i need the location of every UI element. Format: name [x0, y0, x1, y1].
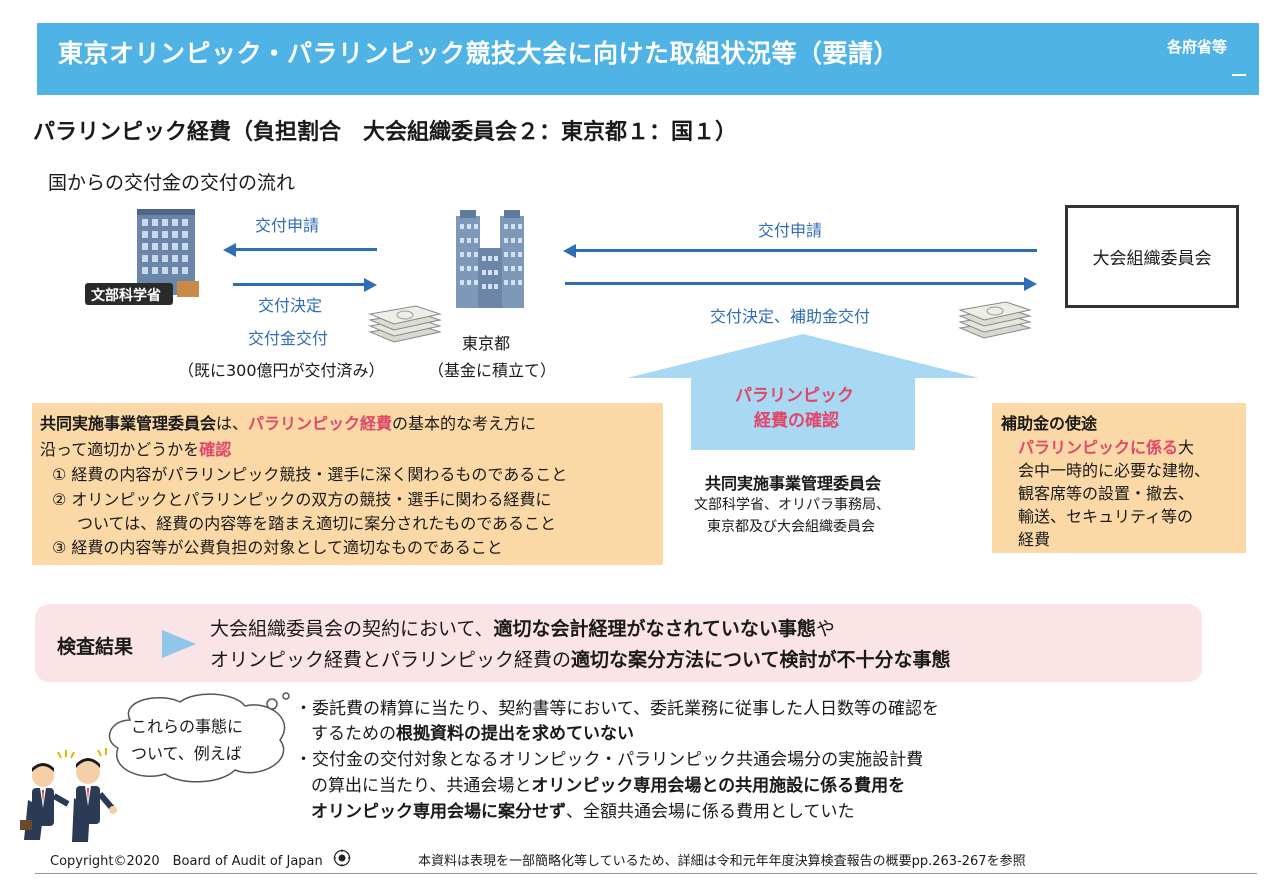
criteria-item-3: ③ 経費の内容等が公費負担の対象として適切なものであること	[52, 538, 503, 557]
usage-title: 補助金の使途	[1001, 414, 1098, 433]
confirmation-up-arrow	[627, 334, 979, 450]
usage-line4: 輸送、セキュリティ等の	[1018, 507, 1194, 526]
left-decide-arrow	[233, 283, 365, 286]
board-of-audit-emblem-icon	[333, 849, 351, 867]
header-bar	[37, 23, 1259, 95]
example-1-line2-b: 根拠資料の提出を求めていない	[396, 724, 634, 744]
usage-line3: 観客席等の設置・撤去、	[1018, 484, 1195, 503]
copyright: Copyright©2020 Board of Audit of Japan	[50, 854, 323, 869]
left-decide-arrow-head	[364, 278, 377, 292]
money-stack-icon-right	[958, 301, 1032, 339]
ministry-sign-text: 文部科学省	[91, 288, 161, 304]
criteria-box	[32, 403, 663, 565]
header-dash	[1232, 74, 1246, 76]
criteria-item-2b: ついては、経費の内容等を踏まえ適切に案分されたものであること	[77, 514, 557, 533]
criteria-committee: 共同実施事業管理委員会	[40, 414, 217, 433]
usage-line1: パラリンピックに係る大	[1018, 434, 1194, 458]
section-title: パラリンピック経費（負担割合 大会組織委員会２：東京都１：国１）	[33, 120, 738, 145]
ministry-sign	[85, 283, 173, 305]
example-1-line2-a: するための	[311, 724, 396, 744]
flow-caption: 国からの交付金の交付の流れ	[48, 172, 296, 194]
confirmation-line2: 経費の確認	[754, 411, 839, 431]
criteria-basic-concept: の基本的な考え方に	[392, 414, 537, 433]
criteria-paralympic-cost: パラリンピック経費	[248, 414, 393, 433]
usage-line5: 経費	[1018, 530, 1051, 549]
tokyo-government-building-icon	[456, 210, 524, 308]
money-stack-icon	[368, 305, 442, 343]
criteria-line1: 共同実施事業管理委員会は、パラリンピック経費の基本的な考え方に	[40, 410, 536, 434]
left-apply-arrow	[234, 248, 377, 251]
usage-line1-end: 大	[1178, 438, 1195, 457]
right-decide-label: 交付決定、補助金交付	[710, 307, 871, 326]
example-2-line2-a: の算出に当たり、共通会場と	[311, 776, 532, 796]
criteria-item-1: ① 経費の内容がパラリンピック競技・選手に深く関わるものであること	[52, 465, 568, 484]
usage-line2: 会中一時的に必要な建物、	[1018, 461, 1211, 480]
page-title: 東京オリンピック・パラリンピック競技大会に向けた取組状況等（要請）	[58, 39, 900, 68]
result-line2-b: 適切な案分方法について検討が不十分な事態	[571, 649, 951, 671]
agency-label: 各府省等	[1167, 38, 1228, 56]
left-apply-arrow-head	[223, 243, 236, 257]
left-decide-label: 交付決定	[258, 296, 323, 315]
committee-members-1: 文部科学省、オリパラ事務局、	[694, 497, 890, 513]
thought-bubble	[108, 692, 290, 783]
result-line2: オリンピック経費とパラリンピック経費の適切な案分方法について検討が不十分な事態	[210, 645, 950, 672]
example-2-line2: の算出に当たり、共通会場とオリンピック専用会場との共用施設に係る費用を	[311, 771, 905, 796]
organizing-committee-box: 大会組織委員会	[1065, 205, 1239, 308]
criteria-check: 確認	[199, 440, 232, 459]
example-2-line3: オリンピック専用会場に案分せず、全額共通会場に係る費用としていた	[311, 797, 855, 822]
left-note: （既に300億円が交付済み）	[178, 361, 385, 380]
confirmation-line1: パラリンピック	[735, 386, 854, 406]
tokyo-label: 東京都	[462, 334, 511, 353]
left-grant-label: 交付金交付	[248, 329, 329, 348]
tokyo-note: （基金に積立て）	[428, 361, 557, 380]
example-2-line3-a: オリンピック専用会場に案分せず	[311, 802, 566, 822]
criteria-particle: は、	[216, 414, 249, 433]
result-line2-a: オリンピック経費とパラリンピック経費の	[210, 649, 572, 671]
example-2-line3-b: 、全額共通会場に係る費用としていた	[566, 802, 855, 822]
ministry-building-icon	[137, 209, 199, 297]
right-apply-label: 交付申請	[758, 221, 823, 240]
committee-members-2: 東京都及び大会組織委員会	[707, 519, 875, 535]
criteria-check-text: 沿って適切かどうかを	[40, 440, 200, 459]
footer-divider	[35, 873, 1257, 874]
example-1-line2: するための根拠資料の提出を求めていない	[311, 719, 634, 744]
committee-name: 共同実施事業管理委員会	[705, 474, 882, 493]
worried-officials-icon	[20, 748, 117, 842]
example-2-line1: ・交付金の交付対象となるオリンピック・パラリンピック共通会場分の実施設計費	[295, 750, 924, 770]
bubble-line1: これらの事態に	[131, 717, 244, 736]
usage-box	[992, 403, 1246, 553]
criteria-line2: 沿って適切かどうかを確認	[40, 436, 231, 460]
example-1-line1: ・委託費の精算に当たり、契約書等において、委託業務に従事した人日数等の確認を	[295, 699, 939, 719]
result-line1: 大会組織委員会の契約において、適切な会計経理がなされていない事態や	[210, 614, 835, 641]
right-apply-arrow	[575, 249, 1037, 252]
example-2-line2-b: オリンピック専用会場との共用施設に係る費用を	[531, 776, 906, 796]
footer-note: 本資料は表現を一部簡略化等しているため、詳細は令和元年年度決算検査報告の概要pp…	[418, 854, 1026, 869]
result-line1-b: 適切な会計経理がなされていない事態	[493, 618, 816, 640]
result-triangle-icon	[162, 630, 196, 658]
right-decide-arrow	[565, 282, 1025, 285]
result-label: 検査結果	[57, 636, 134, 658]
audit-result-box	[35, 604, 1202, 682]
right-apply-arrow-head	[563, 244, 576, 258]
result-line1-a: 大会組織委員会の契約において、	[210, 618, 494, 640]
left-apply-label: 交付申請	[255, 216, 320, 235]
bubble-line2: ついて、例えば	[131, 744, 242, 763]
organizing-committee-label: 大会組織委員会	[1092, 249, 1212, 269]
result-line1-c: や	[815, 618, 835, 640]
usage-paralympic: パラリンピックに係る	[1018, 438, 1179, 457]
criteria-item-2a: ② オリンピックとパラリンピックの双方の競技・選手に関わる経費に	[52, 490, 552, 509]
right-decide-arrow-head	[1024, 277, 1037, 291]
